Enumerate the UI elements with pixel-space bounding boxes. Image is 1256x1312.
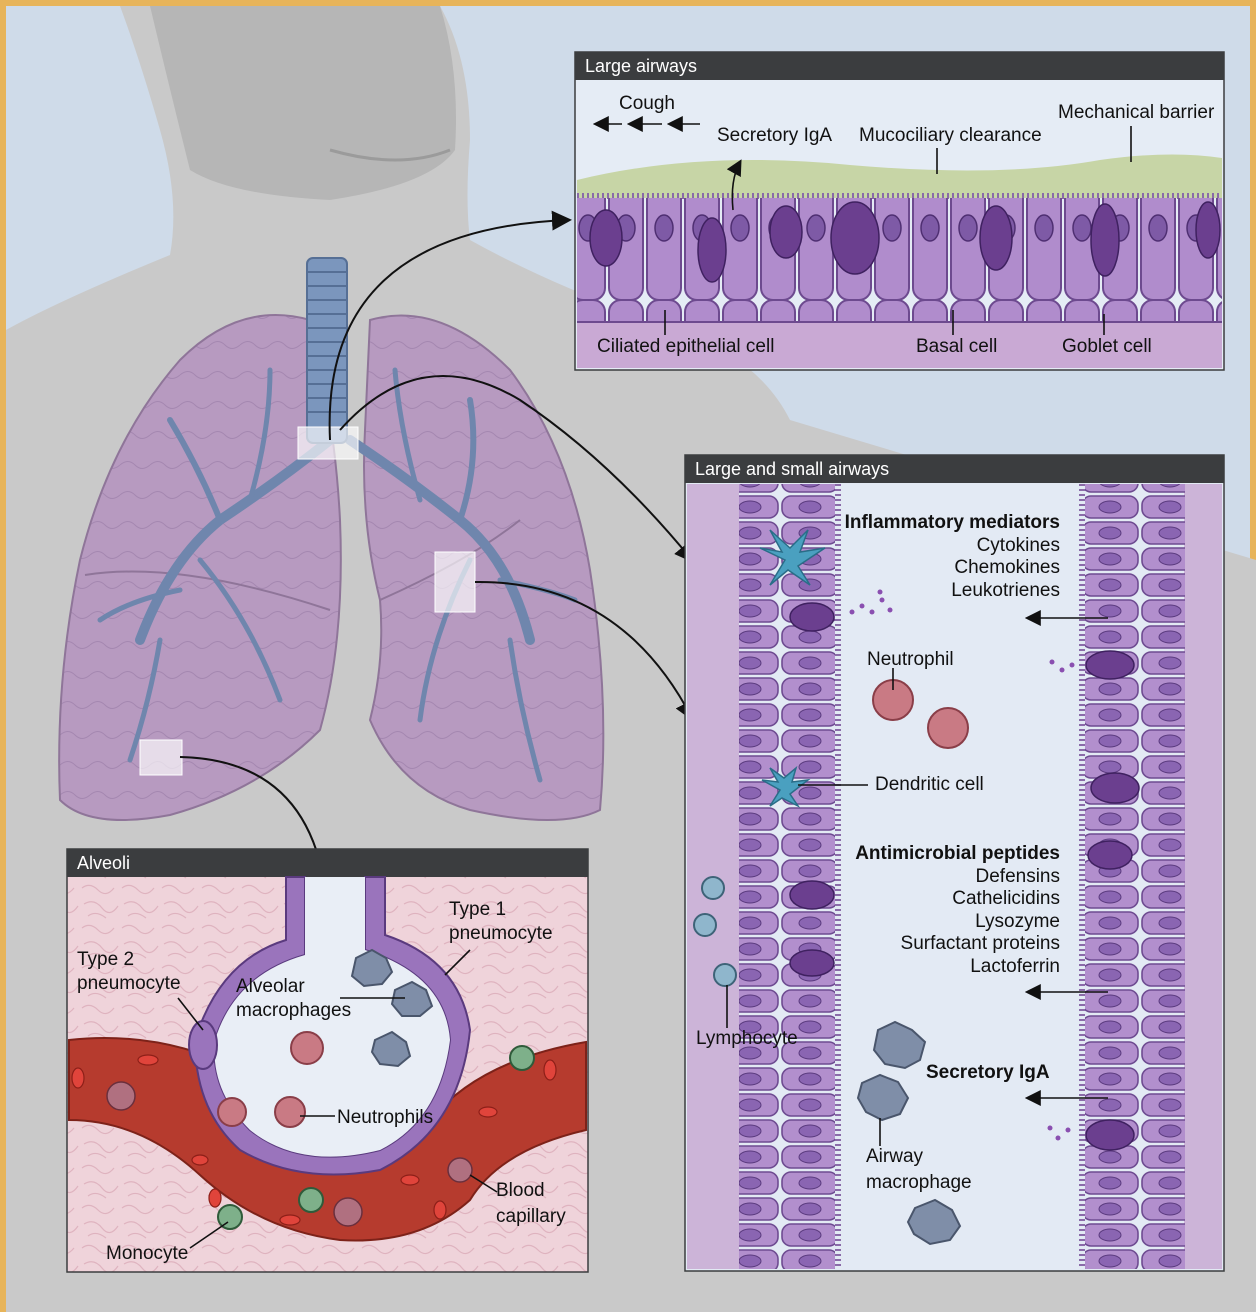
label-type1-line2: pneumocyte [449,923,553,945]
label-secretory-iga-large: Secretory IgA [717,125,832,147]
label-mechanical-barrier: Mechanical barrier [1058,102,1214,124]
trachea-highlight-box [298,427,358,459]
label-blood: Blood [496,1180,545,1202]
label-macrophage: macrophage [866,1172,972,1194]
label-macrophages: macrophages [236,1000,351,1022]
label-goblet-cell: Goblet cell [1062,336,1152,358]
label-cough: Cough [619,93,675,115]
label-ciliated-epithelial-cell: Ciliated epithelial cell [597,336,774,358]
label-defensins: Defensins [855,866,1060,889]
bronchiole-highlight-box [435,552,475,612]
label-cathelicidins: Cathelicidins [855,888,1060,911]
label-neutrophil: Neutrophil [867,649,954,671]
label-cytokines: Cytokines [845,535,1060,558]
alveoli-title: Alveoli [67,850,588,876]
large-airways-title: Large airways [575,53,1224,79]
antimicrobial-peptides-list: Antimicrobial peptides Defensins Catheli… [855,843,1060,978]
label-dendritic-cell: Dendritic cell [875,774,984,796]
label-capillary: capillary [496,1206,566,1228]
label-antimicrobial-peptides: Antimicrobial peptides [855,843,1060,866]
label-chemokines: Chemokines [845,557,1060,580]
label-surfactant-proteins: Surfactant proteins [855,933,1060,956]
label-lysozyme: Lysozyme [855,911,1060,934]
label-inflammatory-mediators: Inflammatory mediators [845,512,1060,535]
label-type2-line1: Type 2 [77,949,134,971]
label-neutrophils: Neutrophils [337,1107,433,1129]
label-mucociliary-clearance: Mucociliary clearance [859,125,1042,147]
alveoli-highlight-box [140,740,182,775]
label-alveolar: Alveolar [236,976,305,998]
label-type1-line1: Type 1 [449,899,506,921]
label-lactoferrin: Lactoferrin [855,956,1060,979]
label-type2-line2: pneumocyte [77,973,181,995]
label-leukotrienes: Leukotrienes [845,580,1060,603]
label-lymphocyte: Lymphocyte [696,1028,798,1050]
label-airway: Airway [866,1146,923,1168]
label-basal-cell: Basal cell [916,336,997,358]
label-monocyte: Monocyte [106,1243,188,1265]
inflammatory-mediators-list: Inflammatory mediators Cytokines Chemoki… [845,512,1060,602]
small-airways-title: Large and small airways [685,456,1224,482]
label-secretory-iga-small: Secretory IgA [926,1062,1050,1084]
